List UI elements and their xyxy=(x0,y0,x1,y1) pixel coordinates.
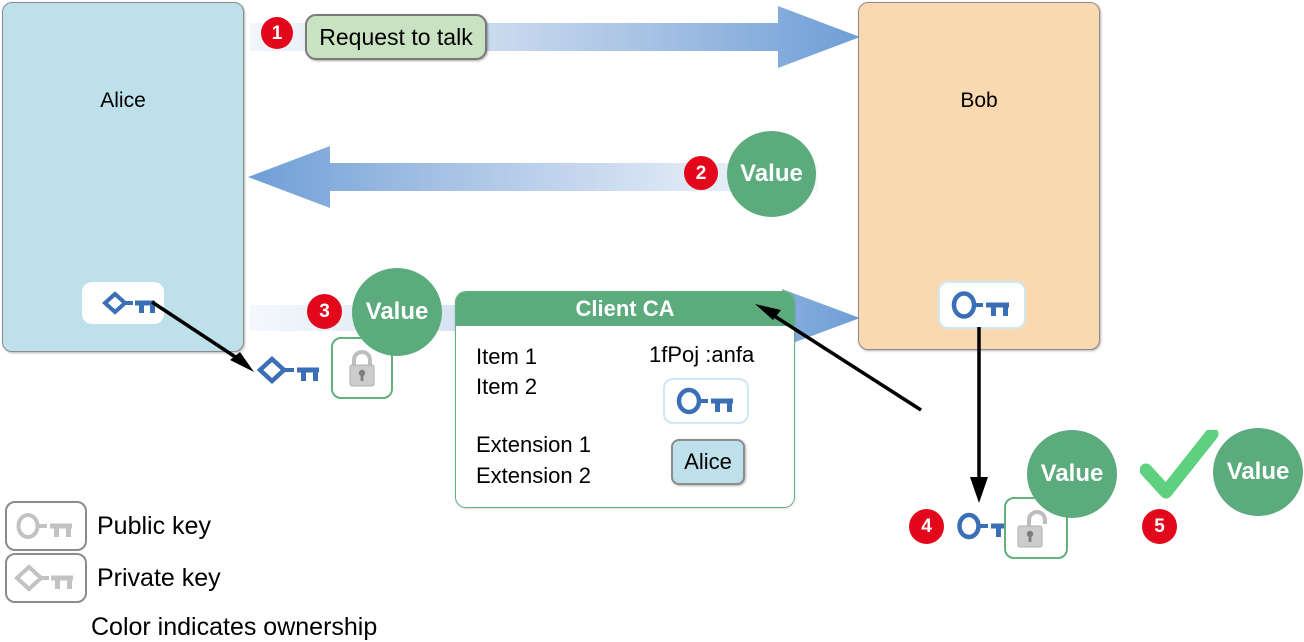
request-to-talk-label: Request to talk xyxy=(305,14,487,60)
checkmark-icon xyxy=(1140,430,1220,502)
legend-label-private-key: Private key xyxy=(97,563,221,592)
padlock-closed-icon xyxy=(349,350,375,387)
public-key-icon xyxy=(676,387,733,415)
party-label-bob: Bob xyxy=(960,89,998,112)
bob-public-key-chip xyxy=(938,281,1026,329)
party-label-alice: Alice xyxy=(100,89,146,112)
value-circle-2: Value xyxy=(727,131,816,217)
legend-label-public-key: Public key xyxy=(97,511,211,540)
legend-public-key-chip xyxy=(5,501,87,551)
arrow-request-to-talk xyxy=(250,6,860,68)
private-key-icon xyxy=(14,564,73,592)
certificate-public-key-chip xyxy=(663,378,749,424)
legend-private-key-chip xyxy=(5,553,87,603)
certificate-extension-2: Extension 2 xyxy=(476,463,591,488)
certificate-title: Client CA xyxy=(456,292,794,326)
private-key-icon xyxy=(102,291,155,315)
certificate-extension-1: Extension 1 xyxy=(476,432,591,457)
pointer-alice-key-to-signature xyxy=(151,300,254,372)
value-circle-3: Value xyxy=(352,268,442,356)
certificate-item-2: Item 2 xyxy=(476,374,538,399)
legend-note: Color indicates ownership xyxy=(91,613,378,641)
certificate-signature-text: 1fPoj :anfa xyxy=(649,342,755,367)
private-key-icon xyxy=(256,355,319,385)
certificate-subject-badge: Alice xyxy=(671,439,745,485)
value-circle-4: Value xyxy=(1027,430,1117,518)
step-badge-2: 2 xyxy=(684,156,718,190)
alice-signing-private-key xyxy=(254,350,326,390)
public-key-icon xyxy=(951,291,1009,319)
certificate-card: Client CA Item 1 Item 2 1fPoj :anfa Exte… xyxy=(455,291,795,508)
step-badge-5: 5 xyxy=(1142,509,1177,544)
arrow-value-response xyxy=(248,146,818,208)
alice-private-key-chip xyxy=(82,282,164,324)
step-badge-1: 1 xyxy=(261,17,293,49)
value-circle-5: Value xyxy=(1213,428,1303,516)
step-badge-3: 3 xyxy=(307,294,342,329)
arrow-bob-key-down xyxy=(970,327,988,503)
padlock-open-icon xyxy=(1017,510,1047,548)
legend-row-private-key: Private key xyxy=(5,553,221,603)
step-badge-4: 4 xyxy=(909,509,944,544)
certificate-item-1: Item 1 xyxy=(476,344,538,369)
pointer-cert-key-to-bob xyxy=(755,304,922,412)
legend-row-public-key: Public key xyxy=(5,501,211,551)
public-key-icon xyxy=(16,513,72,539)
